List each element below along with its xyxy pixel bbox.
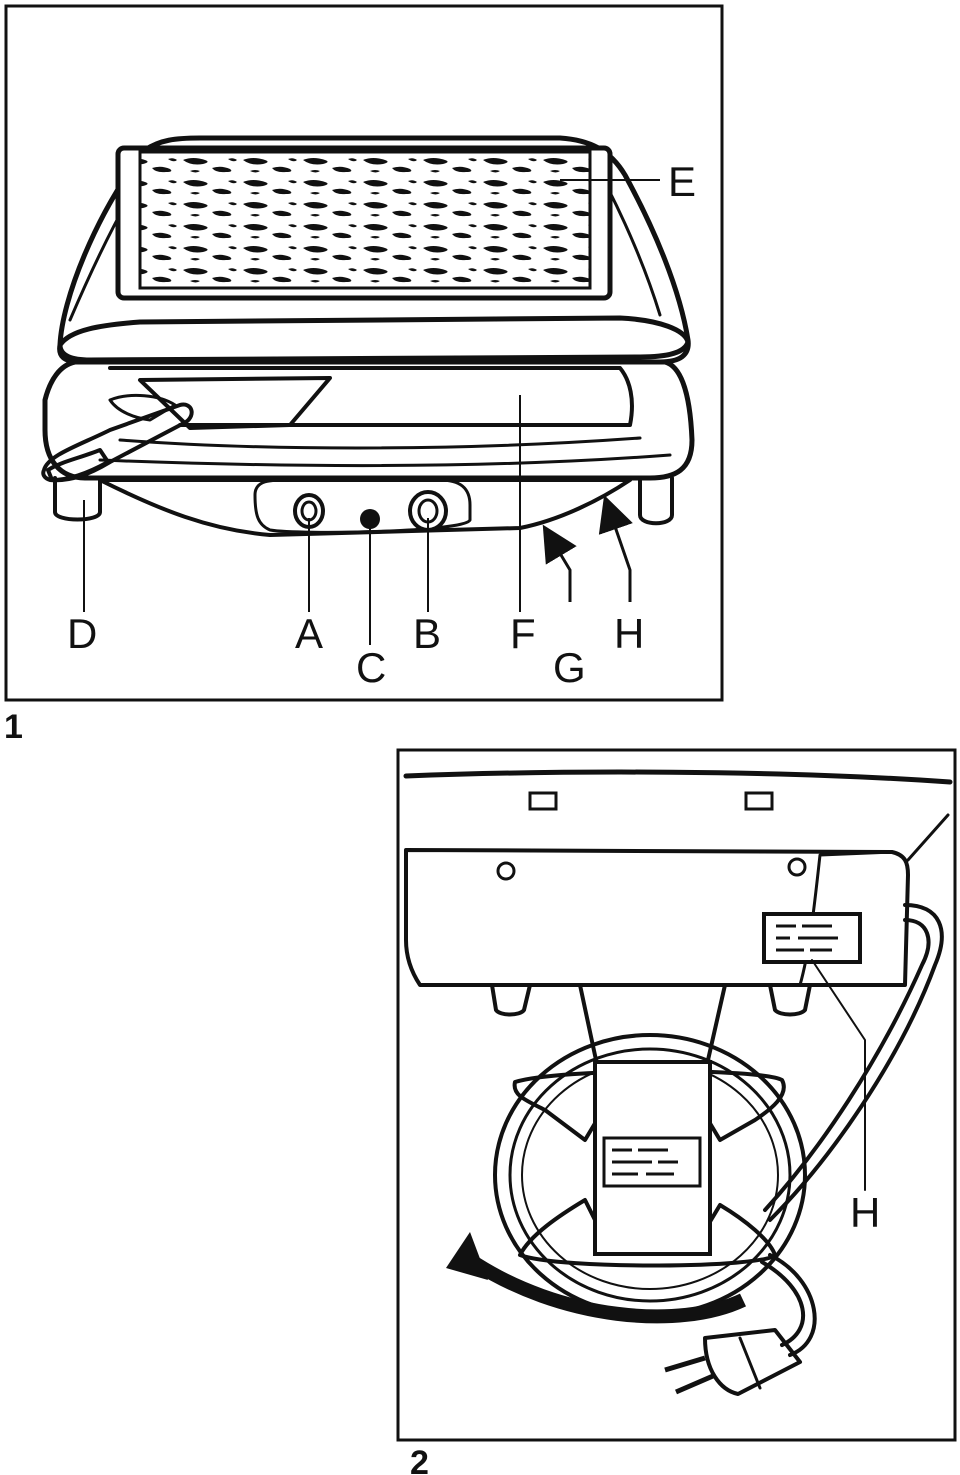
indicator-light xyxy=(360,509,380,529)
figure-1: E D A C B F G H 1 xyxy=(4,4,724,746)
leader-lines xyxy=(83,179,660,645)
raclette-pan xyxy=(41,376,332,483)
knob-b xyxy=(408,490,448,532)
wind-direction-arrow xyxy=(466,1254,747,1324)
figure-1-frame xyxy=(4,4,724,702)
cable-reel xyxy=(493,1033,807,1317)
label-e: E xyxy=(668,158,696,205)
label-f: F xyxy=(510,610,536,657)
label-h-fig2: H xyxy=(850,1189,880,1236)
label-d: D xyxy=(67,610,97,657)
label-b: B xyxy=(413,610,441,657)
figure-2-number: 2 xyxy=(410,1444,429,1475)
label-g: G xyxy=(553,644,586,691)
label-c: C xyxy=(356,644,386,691)
figure-1-number: 1 xyxy=(4,708,23,746)
rating-plate xyxy=(762,912,862,964)
figure-2-frame xyxy=(396,748,957,1442)
grill-underside xyxy=(403,769,953,1396)
figure-2: H 2 xyxy=(396,748,957,1475)
stone-plate xyxy=(115,145,613,301)
grill-appliance xyxy=(41,135,695,537)
label-a: A xyxy=(295,610,323,657)
label-h: H xyxy=(614,610,644,657)
power-plug xyxy=(664,1328,802,1396)
